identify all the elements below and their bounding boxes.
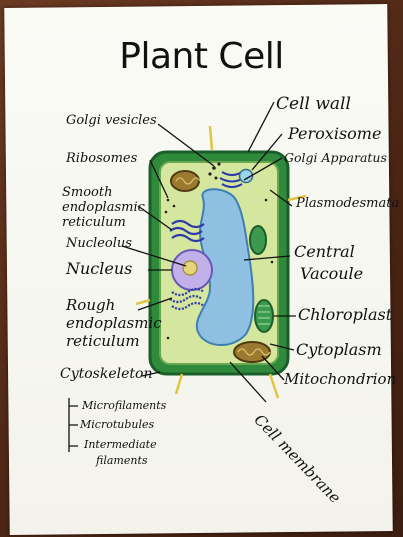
label-cell-wall: Cell wall	[276, 94, 351, 114]
label-rough-er-2: endoplasmic	[66, 314, 162, 332]
label-cytoskeleton: Cytoskeleton	[60, 366, 153, 382]
label-smooth-er-3: reticulum	[62, 215, 126, 230]
label-chloroplast: Chloroplast	[298, 305, 393, 324]
label-intermediate-1: Intermediate	[84, 438, 157, 451]
upper-mitochondrion-shape	[170, 170, 201, 192]
chloroplast-shape-1	[254, 299, 274, 333]
label-smooth-er-1: Smooth	[62, 185, 113, 200]
rough-er-shape	[169, 287, 205, 311]
label-ribosomes: Ribosomes	[66, 151, 138, 166]
ribosomes-shape	[164, 198, 274, 340]
chloroplast-shape-2	[249, 225, 267, 255]
label-plasmodesmata: Plasmodesmata	[296, 196, 400, 211]
label-intermediate-2: filaments	[96, 454, 148, 467]
peroxisome-shape	[238, 168, 254, 184]
smooth-er-shape	[169, 219, 205, 243]
label-central-vacuole-1: Central	[294, 242, 355, 261]
label-mitochondrion: Mitochondrion	[284, 370, 397, 388]
lower-mitochondrion-shape	[233, 341, 271, 363]
diagram-title: Plant Cell	[119, 36, 284, 77]
label-central-vacuole-2: Vacoule	[300, 264, 364, 283]
label-nucleus: Nucleus	[66, 259, 133, 278]
golgi-vesicles-shape	[208, 162, 221, 180]
label-nucleolus: Nucleolus	[66, 236, 132, 251]
label-golgi-vesicles: Golgi vesicles	[66, 113, 157, 128]
nucleolus-shape	[182, 260, 198, 276]
label-microfilaments: Microfilaments	[82, 399, 167, 412]
label-peroxisome: Peroxisome	[288, 124, 382, 143]
label-rough-er-1: Rough	[66, 296, 116, 314]
label-smooth-er-2: endoplasmic	[62, 200, 145, 215]
label-golgi-apparatus: Golgi Apparatus	[284, 150, 387, 165]
plasmodesmata-shape	[135, 125, 307, 399]
label-rough-er-3: reticulum	[66, 332, 140, 350]
leader-lines	[68, 101, 296, 452]
label-cytoplasm: Cytoplasm	[296, 340, 382, 359]
label-microtubules: Microtubules	[80, 418, 155, 431]
